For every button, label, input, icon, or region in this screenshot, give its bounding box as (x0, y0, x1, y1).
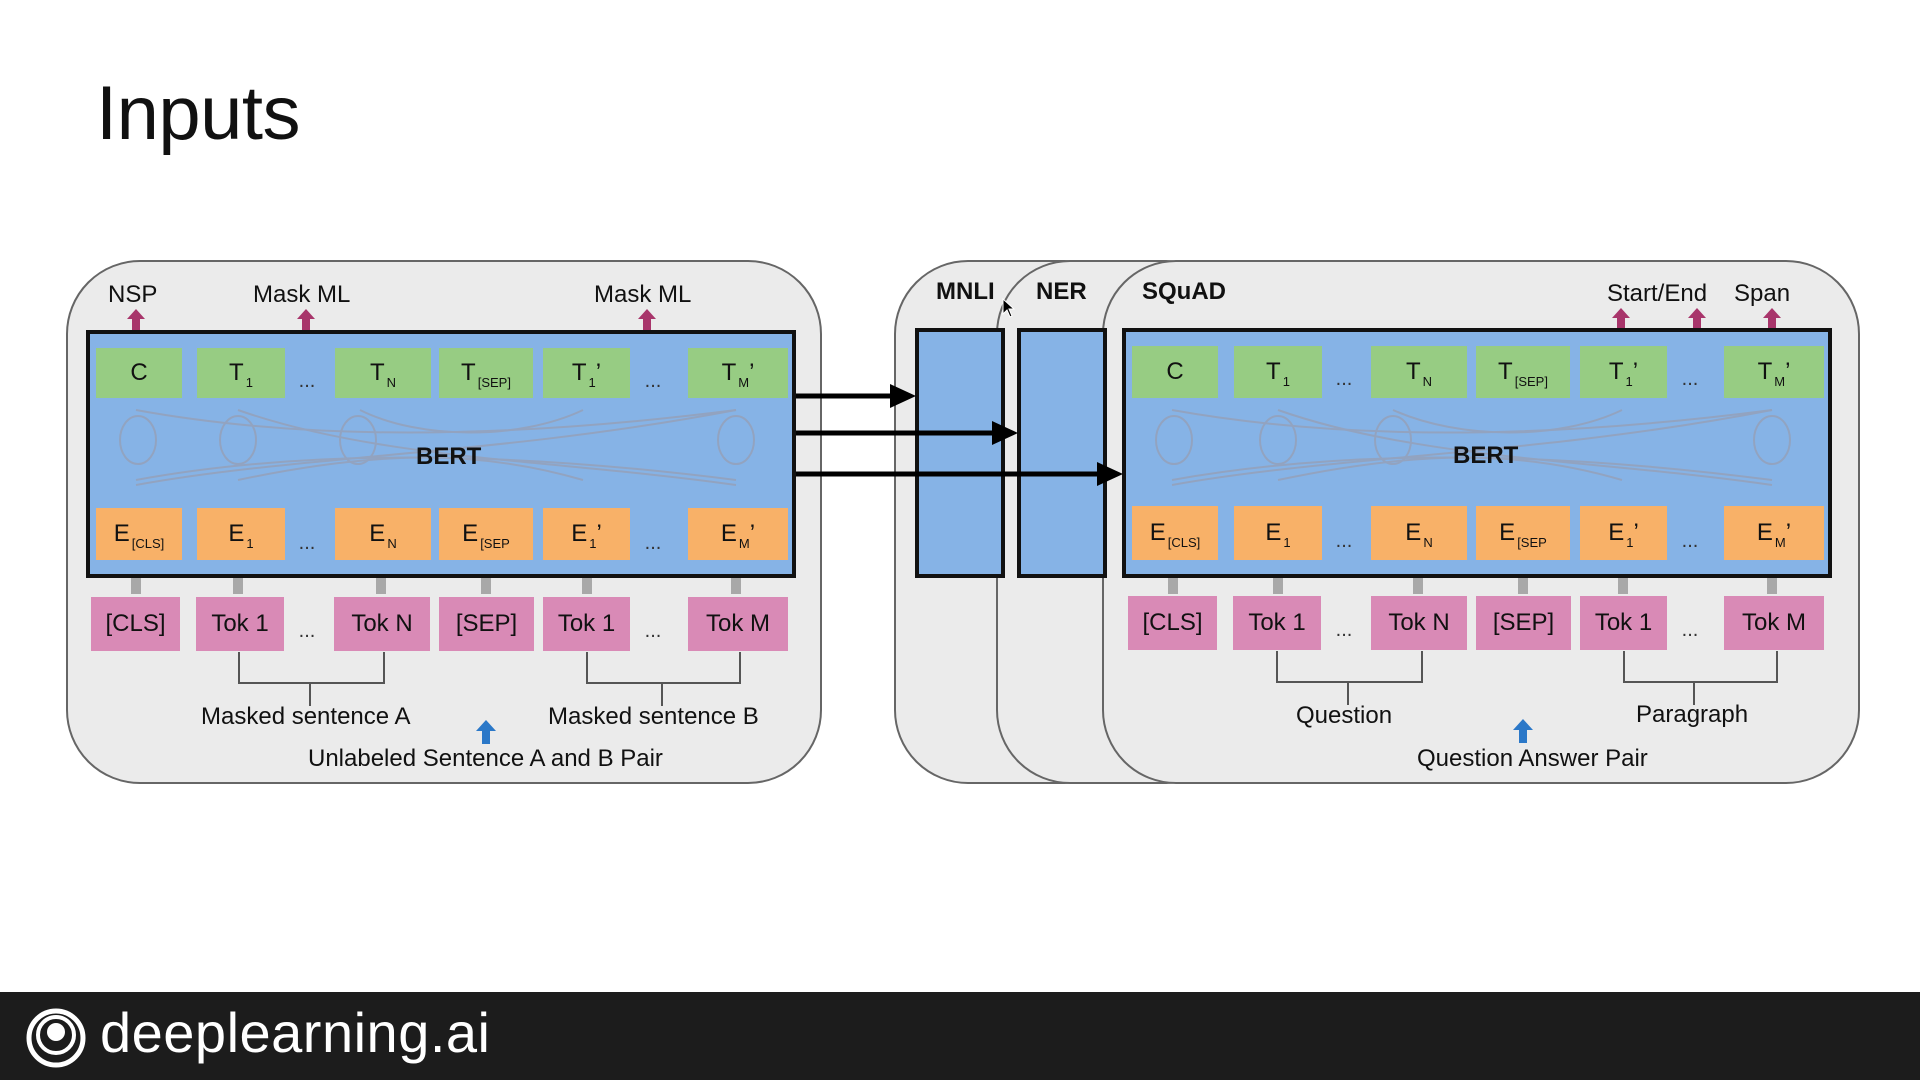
input-token-cell: [CLS] (1128, 596, 1217, 650)
finetune-input-caption: Question Answer Pair (1417, 745, 1648, 772)
span-output-arrow-icon (1763, 308, 1781, 330)
paragraph-bracket-stem (1693, 683, 1695, 705)
ellipsis: ... (644, 532, 662, 554)
input-token-cell: Tok M (1724, 596, 1824, 650)
question-label: Question (1296, 702, 1393, 729)
input-token-cell: Tok N (334, 597, 430, 651)
ellipsis: ... (298, 370, 316, 392)
sentence-b-bracket (586, 652, 741, 684)
start-end-output-arrow-icon (1688, 308, 1706, 330)
embedding-cell: E[SEP (1476, 506, 1570, 560)
sentence-b-bracket-stem (661, 684, 663, 706)
ner-bert-box (1017, 328, 1107, 578)
ellipsis: ... (1335, 368, 1353, 390)
span-label: Span (1734, 280, 1791, 307)
paragraph-label: Paragraph (1636, 701, 1749, 728)
embedding-cell: E[CLS] (1132, 506, 1218, 560)
mask-ml-label-1: Mask ML (253, 281, 351, 308)
mnli-bert-box (915, 328, 1005, 578)
output-token-cell: C (96, 348, 182, 398)
pretrain-input-caption: Unlabeled Sentence A and B Pair (308, 745, 663, 772)
ellipsis: ... (1335, 619, 1353, 641)
input-token-cell: Tok N (1371, 596, 1467, 650)
ellipsis: ... (1335, 530, 1353, 552)
ellipsis: ... (1681, 368, 1699, 390)
mouse-cursor-icon (1002, 298, 1016, 318)
paragraph-bracket (1623, 651, 1778, 683)
start-end-label: Start/End (1607, 280, 1708, 307)
input-token-cell: [SEP] (1476, 596, 1571, 650)
mask-ml-output-arrow-icon (297, 309, 315, 331)
mask-ml-output-arrow-icon (638, 309, 656, 331)
masked-sentence-a-label: Masked sentence A (201, 703, 411, 730)
masked-sentence-b-label: Masked sentence B (548, 703, 759, 730)
embedding-cell: E[SEP (439, 508, 533, 560)
nsp-label: NSP (108, 281, 158, 308)
squad-label: SQuAD (1142, 278, 1226, 305)
input-token-cell: Tok 1 (196, 597, 284, 651)
ellipsis: ... (298, 532, 316, 554)
sentence-a-bracket (238, 652, 385, 684)
slide-title: Inputs (96, 71, 301, 156)
deeplearning-logo-icon (26, 1008, 86, 1068)
bert-label-squad: BERT (1453, 442, 1519, 469)
input-arrow-icon (476, 720, 496, 744)
question-bracket-stem (1347, 683, 1349, 705)
input-token-cell: Tok 1 (543, 597, 630, 651)
input-token-cell: Tok 1 (1580, 596, 1667, 650)
ellipsis: ... (1681, 530, 1699, 552)
embedding-cell: E[CLS] (96, 508, 182, 560)
ellipsis: ... (644, 370, 662, 392)
brand-name: deeplearning.ai (100, 1001, 491, 1064)
mnli-label: MNLI (936, 278, 995, 305)
input-token-cell: Tok 1 (1233, 596, 1321, 650)
ellipsis: ... (298, 620, 316, 642)
input-token-cell: Tok M (688, 597, 788, 651)
mask-ml-label-2: Mask ML (594, 281, 692, 308)
bert-label-pretrain: BERT (416, 443, 482, 470)
output-token-cell: T[SEP] (1476, 346, 1570, 398)
sentence-a-bracket-stem (309, 684, 311, 706)
ner-label: NER (1036, 278, 1087, 305)
input-token-cell: [CLS] (91, 597, 180, 651)
output-token-cell: T[SEP] (439, 348, 533, 398)
question-bracket (1276, 651, 1423, 683)
input-token-cell: [SEP] (439, 597, 534, 651)
nsp-output-arrow-icon (127, 309, 145, 331)
input-arrow-icon (1513, 719, 1533, 743)
start-end-output-arrow-icon (1612, 308, 1630, 330)
ellipsis: ... (644, 620, 662, 642)
footer-bar: deeplearning.ai (0, 992, 1920, 1080)
output-token-cell: C (1132, 346, 1218, 398)
ellipsis: ... (1681, 619, 1699, 641)
